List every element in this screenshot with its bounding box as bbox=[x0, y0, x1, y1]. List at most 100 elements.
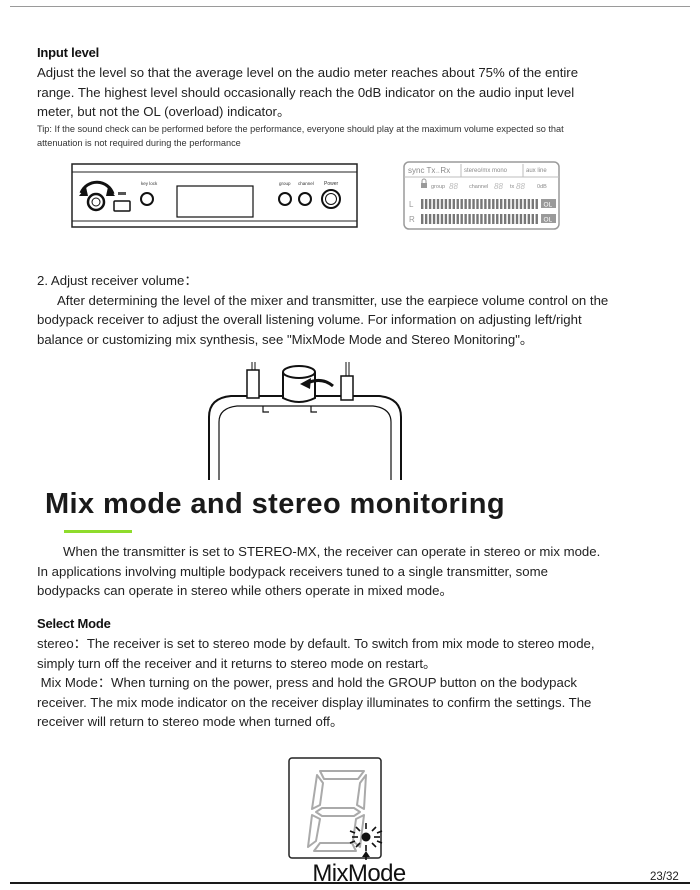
lcd-outline bbox=[403, 161, 560, 230]
meter-segment bbox=[424, 199, 428, 209]
paragraph-line: bodypacks can operate in stereo while ot… bbox=[37, 583, 453, 598]
power-button-inner bbox=[325, 193, 337, 205]
device-display-window bbox=[176, 185, 254, 218]
input-level-paragraph: Adjust the level so that the average lev… bbox=[37, 63, 662, 122]
paragraph-line: meter, but not the OL (overload) indicat… bbox=[37, 104, 291, 119]
meter-segment bbox=[535, 214, 538, 224]
mixmode-display-figure bbox=[288, 757, 383, 860]
paragraph-line: In applications involving multiple bodyp… bbox=[37, 563, 548, 579]
channel-label: channel bbox=[469, 184, 488, 190]
paragraph-line: stereo：The receiver is set to stereo mod… bbox=[37, 636, 595, 651]
meter-segment bbox=[448, 199, 452, 209]
bodypack-notches bbox=[262, 406, 317, 413]
meter-segment bbox=[468, 199, 471, 209]
bodypack-inner-edge bbox=[218, 405, 392, 480]
meter-segment bbox=[488, 214, 491, 224]
meter-segment bbox=[527, 199, 531, 209]
meter-segment bbox=[519, 214, 523, 224]
select-mode-heading: Select Mode bbox=[37, 616, 111, 631]
meter-segment bbox=[531, 214, 534, 224]
meter-segment bbox=[515, 199, 519, 209]
meter-segment bbox=[476, 214, 479, 224]
paragraph-line: balance or customizing mix synthesis, se… bbox=[37, 331, 534, 347]
antenna-right bbox=[340, 362, 354, 401]
step-heading: 2. Adjust receiver volume： bbox=[37, 273, 198, 288]
meter-segment bbox=[492, 214, 495, 224]
meter-segment bbox=[496, 199, 499, 209]
meter-segment bbox=[492, 199, 495, 209]
meter-segment bbox=[436, 199, 440, 209]
lcd-display-figure: sync Tx↔Rx stereo/mx mono aux line group… bbox=[403, 161, 560, 230]
meter-segment bbox=[432, 199, 436, 209]
meter-segment bbox=[432, 214, 436, 224]
paragraph-text: After determining the level of the mixer… bbox=[57, 292, 609, 308]
meter-segment bbox=[428, 214, 432, 224]
ol-label-right: OL bbox=[544, 217, 553, 224]
meter-segment bbox=[480, 199, 483, 209]
stereo-mono-label: stereo/mx mono bbox=[464, 168, 508, 174]
tip-note: Tip: If the sound check can be performed… bbox=[37, 122, 657, 150]
rotation-arrow-icon bbox=[300, 378, 334, 389]
power-label: Power bbox=[324, 181, 339, 187]
bodypack-body bbox=[208, 395, 402, 480]
meter-segment bbox=[523, 199, 527, 209]
tip-line: attenuation is not required during the p… bbox=[37, 138, 241, 148]
meter-segment bbox=[421, 214, 424, 224]
input-level-heading: Input level bbox=[37, 45, 100, 60]
meter-segment bbox=[523, 214, 527, 224]
paragraph-line: receiver will return to stereo mode when… bbox=[37, 714, 344, 729]
meter-segment bbox=[456, 199, 459, 209]
meter-segment bbox=[496, 214, 499, 224]
meter-segment bbox=[440, 214, 444, 224]
top-rule bbox=[10, 6, 690, 7]
meter-segment bbox=[531, 199, 534, 209]
title-underline bbox=[64, 530, 132, 533]
meter-segment bbox=[468, 214, 471, 224]
meter-segment bbox=[464, 214, 467, 224]
volume-knob-icon bbox=[79, 180, 115, 212]
meter-segment bbox=[424, 214, 428, 224]
receiver-volume-paragraph: 2. Adjust receiver volume： After determi… bbox=[37, 271, 662, 349]
meter-segment bbox=[515, 214, 519, 224]
zero-db-label: 0dB bbox=[537, 184, 547, 190]
meter-segment bbox=[448, 214, 452, 224]
meter-segment bbox=[511, 199, 515, 209]
meter-segment bbox=[507, 199, 511, 209]
key-lock-label: key lock bbox=[141, 181, 158, 186]
channel-digits: 88 bbox=[494, 182, 503, 191]
tx-digits: 88 bbox=[516, 182, 525, 191]
paragraph-line: Adjust the level so that the average lev… bbox=[37, 65, 579, 80]
meter-segment bbox=[444, 199, 448, 209]
paragraph-line: receiver. The mix mode indicator on the … bbox=[37, 694, 592, 710]
antenna-left bbox=[246, 362, 260, 399]
meter-segment bbox=[452, 214, 455, 224]
meter-segment bbox=[519, 199, 523, 209]
meter-segment bbox=[527, 214, 531, 224]
meter-segment bbox=[480, 214, 483, 224]
left-channel-label: L bbox=[409, 200, 414, 209]
group-label: group bbox=[431, 184, 445, 190]
meter-segment bbox=[500, 199, 503, 209]
indicator-led bbox=[118, 192, 126, 195]
jack-port bbox=[113, 200, 131, 212]
tx-label: tx bbox=[510, 184, 515, 190]
paragraph-line: When the transmitter is set to STEREO-MX… bbox=[37, 542, 662, 562]
key-lock-button bbox=[140, 192, 154, 206]
page-number: 23/32 bbox=[650, 871, 679, 883]
paragraph-line: Mix Mode：When turning on the power, pres… bbox=[37, 675, 578, 690]
meter-segment bbox=[452, 199, 455, 209]
group-digits: 88 bbox=[449, 182, 458, 191]
group-label: group bbox=[279, 181, 291, 186]
mix-intro-paragraph: When the transmitter is set to STEREO-MX… bbox=[37, 542, 662, 601]
meter-segment bbox=[476, 199, 479, 209]
ol-indicator-left bbox=[541, 199, 556, 208]
meter-segment bbox=[535, 199, 538, 209]
paragraph-line: range. The highest level should occasion… bbox=[37, 84, 575, 100]
paragraph-line: bodypack receiver to adjust the overall … bbox=[37, 312, 582, 327]
tip-line: Tip: If the sound check can be performed… bbox=[37, 124, 564, 134]
meter-segment bbox=[456, 214, 459, 224]
meter-segment bbox=[472, 199, 475, 209]
sync-label: sync Tx↔Rx bbox=[408, 166, 450, 175]
meter-segment bbox=[464, 199, 467, 209]
channel-button bbox=[298, 192, 312, 206]
